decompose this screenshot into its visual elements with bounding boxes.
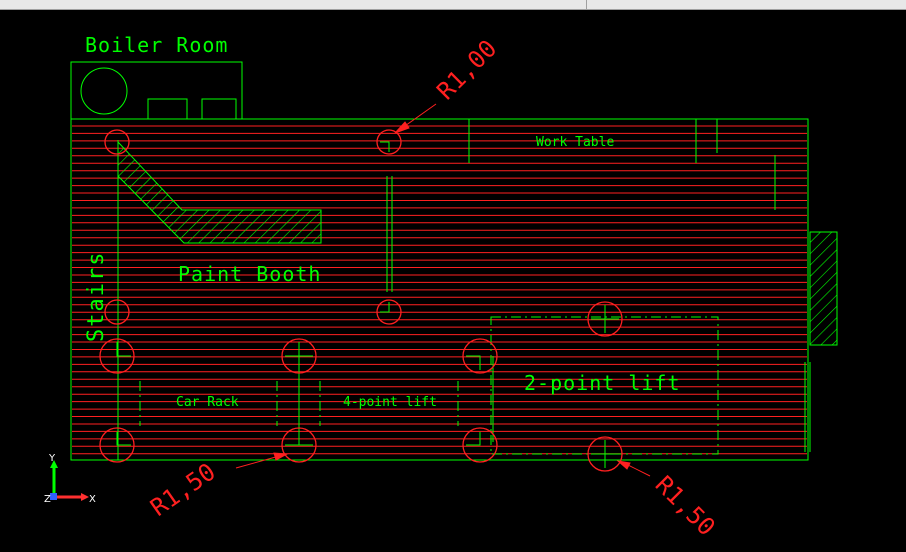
- radius-dimension-bottom-left: R1,50: [145, 458, 220, 522]
- floor-hatch-lines: [72, 125, 807, 455]
- radius-dimension-top: R1,00: [431, 34, 502, 105]
- lift-dashed-outlines: [139, 316, 719, 455]
- window-top-strip: [0, 0, 906, 10]
- cad-drawing-canvas[interactable]: Boiler Room Paint Booth Stairs Work Tabl…: [0, 10, 906, 552]
- work-table-label: Work Table: [536, 135, 614, 150]
- boiler-room-label: Boiler Room: [85, 33, 228, 57]
- dimension-leaders: [235, 103, 651, 477]
- side-cabinet-hatch: [809, 231, 838, 346]
- axis-triad: Y Z X: [44, 453, 96, 505]
- axis-z-label: Z: [44, 494, 51, 505]
- paint-booth-hatch: [117, 140, 322, 244]
- axis-x-label: X: [89, 494, 96, 505]
- radius-dimension-bottom-right: R1,50: [650, 470, 721, 541]
- car-rack-label: Car Rack: [176, 395, 239, 410]
- stairs-label: Stairs: [84, 251, 109, 342]
- paint-booth-label: Paint Booth: [178, 262, 321, 286]
- four-point-lift-label: 4-point lift: [343, 395, 437, 410]
- post-circles: [99, 129, 623, 472]
- two-point-lift-label: 2-point lift: [524, 371, 681, 395]
- post-marks: [116, 141, 619, 468]
- axis-y-label: Y: [48, 453, 56, 464]
